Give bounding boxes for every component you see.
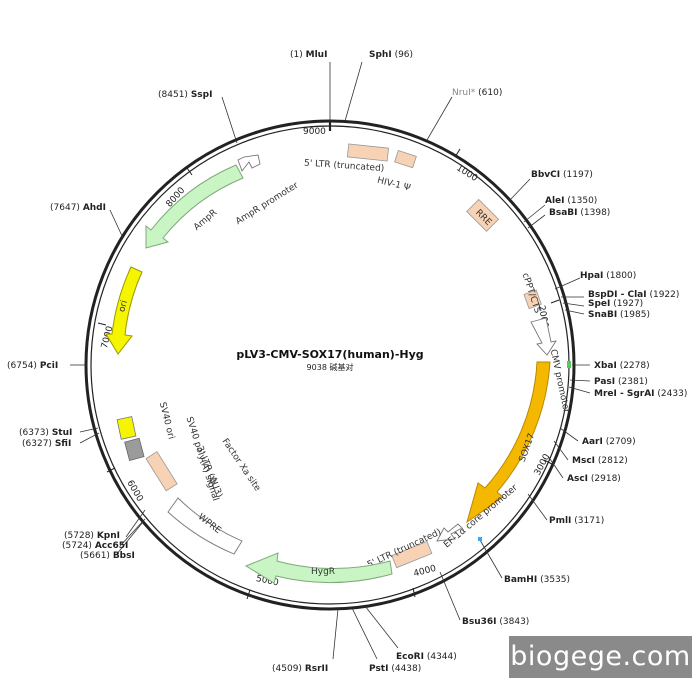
watermark-box	[509, 636, 692, 678]
feature-ori	[105, 266, 143, 355]
feature-5ltr-bottom	[391, 540, 433, 569]
site-bsabi: BsaBI (1398)	[549, 208, 610, 218]
feature-cmv-promoter	[530, 317, 557, 356]
feature-5ltr-top	[346, 143, 389, 162]
bp-ticks	[97, 121, 560, 600]
feature-sv40-polya	[116, 416, 137, 440]
site-stui: (6373) StuI	[19, 428, 72, 438]
feature-cppt	[523, 289, 542, 310]
feature-sv40-ori-label: SV40 ori	[157, 401, 176, 440]
feature-factor-xa-label: Factor Xa site	[220, 437, 263, 494]
tick-1000: 1000	[454, 163, 479, 184]
site-aari: AarI (2709)	[582, 437, 636, 447]
feature-5ltr-top-label: 5' LTR (truncated)	[304, 158, 385, 174]
site-bspdi-clai: BspDI - ClaI (1922)	[588, 290, 679, 300]
feature-hygr-label: HygR	[311, 567, 335, 577]
site-bamhi: BamHI (3535)	[504, 575, 570, 585]
site-bbvci: BbvCI (1197)	[531, 170, 593, 180]
site-hpai: HpaI (1800)	[580, 271, 636, 281]
site-pmli: PmlI (3171)	[549, 516, 604, 526]
feature-factor-xa	[208, 475, 215, 485]
feature-ampr-label: AmpR	[192, 208, 219, 233]
feature-sv40-polya-label: SV40 poly(A) signal	[184, 416, 221, 503]
site-pcii: (6754) PciI	[7, 361, 58, 371]
site-mlui: (1) MluI	[290, 50, 327, 60]
site-xbai: XbaI (2278)	[594, 361, 650, 371]
site-sfii: (6327) SfiI	[22, 439, 71, 449]
site-sphi: SphI (96)	[369, 50, 413, 60]
site-psti: PstI (4438)	[369, 664, 421, 674]
feature-rre	[466, 198, 500, 232]
site-leaders	[70, 61, 591, 660]
site-rsrii: (4509) RsrII	[272, 664, 328, 674]
site-snabi: SnaBI (1985)	[588, 310, 650, 320]
feature-cppt-label: cPPT/CTS	[520, 272, 543, 315]
feature-ampr	[145, 164, 244, 249]
feature-hiv1-psi	[394, 150, 417, 169]
feature-hiv1-psi-label: HIV-1 Ψ	[376, 176, 411, 194]
feature-ampr-promoter	[237, 154, 261, 172]
site-kpni: (5728) KpnI	[64, 531, 120, 541]
site-mrei-sgrai: MreI - SgrAI (2433)	[594, 389, 687, 399]
feature-cmv-label: CMV promoter	[548, 348, 571, 414]
site-ahdi: (7647) AhdI	[50, 203, 106, 213]
feature-ampr-promoter-label: AmpR promoter	[234, 181, 300, 228]
tick-4000: 4000	[413, 564, 438, 580]
site-bbsi: (5661) BbsI	[80, 551, 135, 561]
feature-3ltr	[145, 451, 178, 492]
site-sspi: (8451) SspI	[158, 90, 212, 100]
site-acc65i: (5724) Acc65I	[62, 541, 128, 551]
feature-wpre	[167, 497, 243, 555]
site-nrui: NruI* (610)	[452, 88, 502, 98]
site-msci: MscI (2812)	[572, 456, 628, 466]
feature-sv40-ori	[124, 437, 145, 461]
site-pasi: PasI (2381)	[594, 377, 648, 387]
plasmid-size: 9038 碱基对	[307, 362, 354, 372]
bamhi-marker	[478, 537, 482, 541]
site-labels: (1) MluI SphI (96) NruI* (610) BbvCI (11…	[7, 50, 687, 674]
feature-ori-label: ori	[117, 299, 130, 313]
plasmid-title: pLV3-CMV-SOX17(human)-Hyg	[236, 348, 423, 361]
site-spei: SpeI (1927)	[588, 299, 643, 309]
site-asci: AscI (2918)	[567, 474, 621, 484]
feature-hygr	[244, 552, 393, 584]
site-ecori: EcoRI (4344)	[396, 652, 457, 662]
site-alei: AleI (1350)	[545, 196, 597, 206]
feature-sox17	[466, 361, 551, 524]
xbai-marker	[567, 361, 571, 368]
watermark-text: biogege.com	[510, 641, 691, 672]
feature-ef1a-promoter	[436, 523, 463, 542]
tick-9000: 9000	[303, 127, 326, 137]
site-bsu36i: Bsu36I (3843)	[462, 617, 529, 627]
